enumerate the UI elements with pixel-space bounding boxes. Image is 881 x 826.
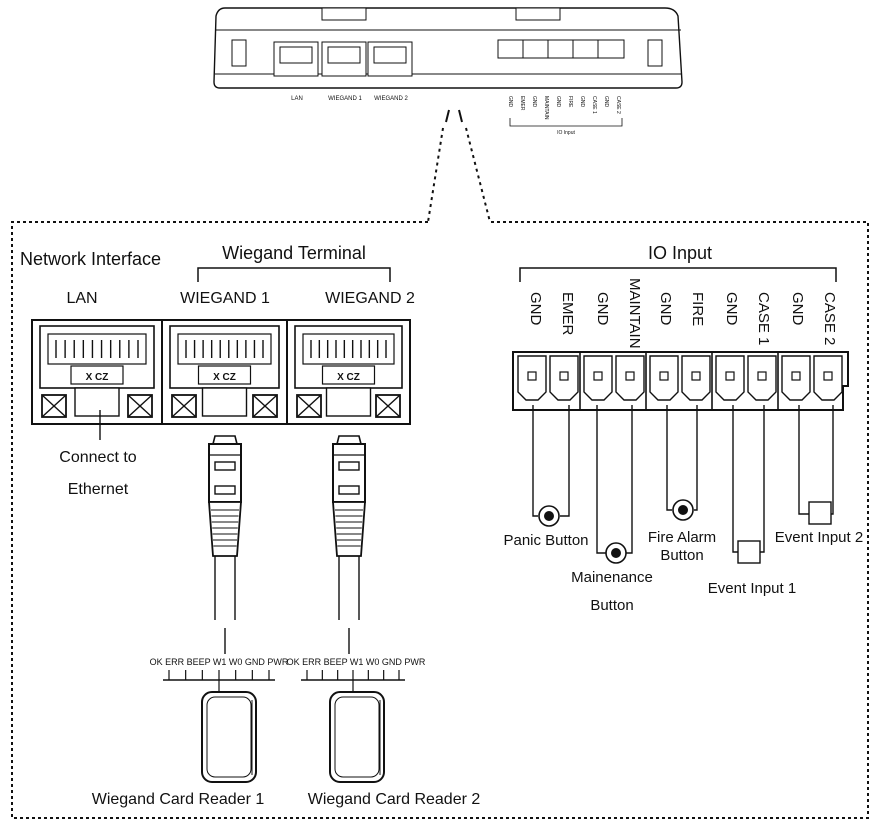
- svg-text:X CZ: X CZ: [337, 372, 360, 383]
- io-pin-label: CASE 2: [821, 292, 838, 345]
- rj45-jack: X CZ: [39, 325, 155, 418]
- port-latch: [252, 394, 278, 418]
- io-terminal-pair: [517, 355, 579, 401]
- event-input-2-label: Event Input 2: [775, 529, 863, 546]
- device-rj45-ports: [273, 41, 413, 77]
- detail-frame: [11, 221, 869, 819]
- wiegand1-label: WIEGAND 1: [180, 290, 270, 307]
- lan-label: LAN: [66, 290, 97, 307]
- io-terminal-pair: [579, 352, 645, 410]
- io-terminal-pair: [645, 352, 711, 410]
- device-io-pin-label: MAINTAIN: [543, 96, 549, 120]
- io-pin-label: GND: [723, 292, 740, 326]
- device-io-pin-label: GND: [531, 96, 537, 108]
- device-io-terminal: [497, 39, 625, 59]
- device-io-pin-label: FIRE: [567, 96, 573, 108]
- device-io-pin-labels: GND EMER GND MAINTAIN GND FIRE GND CASE 1 GND CAS…: [507, 96, 621, 120]
- connect-to-label: Connect to: [59, 449, 136, 466]
- network-interface-title: Network Interface: [20, 249, 161, 269]
- io-pin-label: GND: [527, 292, 544, 326]
- io-terminal-pair: [711, 352, 777, 410]
- io-pin-label: GND: [594, 292, 611, 326]
- maintenance-label-line1: Mainenance: [571, 569, 653, 586]
- port-latch: [171, 394, 197, 418]
- card-reader-2: [329, 691, 385, 783]
- svg-text:X CZ: X CZ: [213, 372, 236, 383]
- reader2-label: Wiegand Card Reader 2: [308, 791, 481, 808]
- cable: [338, 556, 360, 654]
- reader1-pin-labels: OK ERR BEEP W1 W0 GND PWR: [150, 657, 289, 667]
- io-pin-label: GND: [789, 292, 806, 326]
- ethernet-label: Ethernet: [68, 481, 129, 498]
- io-pin-label: FIRE: [689, 292, 706, 326]
- wiegand-terminal-title: Wiegand Terminal: [222, 243, 366, 263]
- maintenance-button-circuit: [596, 405, 633, 564]
- wiegand2-label: WIEGAND 2: [325, 290, 415, 307]
- reader1-label: Wiegand Card Reader 1: [92, 791, 265, 808]
- device-port-label-wiegand2: WIEGAND 2: [374, 96, 408, 102]
- device-io-pin-label: GND: [507, 96, 513, 108]
- wiegand-terminal-bracket: [197, 267, 391, 282]
- maintenance-label-line2: Button: [590, 597, 633, 614]
- event-input-1-circuit: [732, 405, 765, 564]
- fire-alarm-label-line2: Button: [660, 547, 703, 564]
- event-input-1-label: Event Input 1: [708, 580, 796, 597]
- device-io-group-label: IO Input: [557, 130, 575, 136]
- wiegand-plug-2: [332, 435, 366, 557]
- device-io-pin-label: CASE 1: [591, 96, 597, 114]
- io-pin-label: CASE 1: [755, 292, 772, 345]
- fire-alarm-button-circuit: [666, 405, 698, 521]
- port-latch: [296, 394, 322, 418]
- port-latch: [41, 394, 67, 418]
- rj45-jack: X CZ: [169, 325, 280, 418]
- zoom-callout: [427, 109, 491, 223]
- io-pin-label: MAINTAIN: [626, 278, 643, 349]
- rj45-jack: X CZ: [294, 325, 403, 418]
- device-port-label-lan: LAN: [291, 96, 303, 102]
- port-latch: [375, 394, 401, 418]
- panic-button-label: Panic Button: [503, 532, 588, 549]
- fire-alarm-label-line1: Fire Alarm: [648, 529, 716, 546]
- io-pin-label: EMER: [559, 292, 576, 336]
- device-io-pin-label: GND: [579, 96, 585, 108]
- wiegand-plug-1: [208, 435, 242, 557]
- device-port-label-wiegand1: WIEGAND 1: [328, 96, 362, 102]
- card-reader-1: [201, 691, 257, 783]
- device-io-pin-label: CASE 2: [615, 96, 621, 114]
- io-terminal-pair: [777, 352, 843, 410]
- io-input-bracket: [519, 267, 837, 282]
- reader2-pin-labels: OK ERR BEEP W1 W0 GND PWR: [287, 657, 426, 667]
- cable: [214, 556, 236, 654]
- reader-pin-fan-2: [301, 670, 405, 692]
- device-io-pin-label: GND: [603, 96, 609, 108]
- svg-text:X CZ: X CZ: [86, 372, 109, 383]
- device-io-pin-label: GND: [555, 96, 561, 108]
- io-input-title: IO Input: [648, 243, 712, 263]
- device-io-pin-label: EMER: [519, 96, 525, 111]
- event-input-2-circuit: [798, 405, 834, 525]
- device-top-view: LAN WIEGAND 1 WIEGAND 2 GND EMER GND MAINTA…: [213, 7, 683, 136]
- io-pin-label: GND: [657, 292, 674, 326]
- port-latch: [127, 394, 153, 418]
- panic-button-circuit: [532, 405, 570, 527]
- reader-pin-fan-1: [163, 670, 275, 692]
